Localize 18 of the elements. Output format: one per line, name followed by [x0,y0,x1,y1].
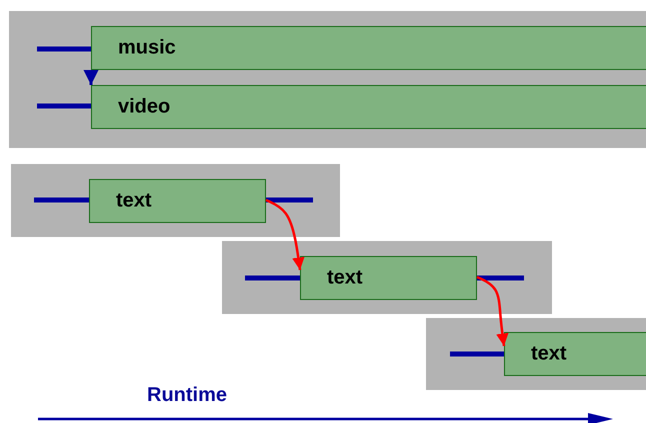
task-label: text [531,342,567,366]
task-bar [91,85,646,129]
task-bar [89,179,266,223]
panel-background [426,318,646,390]
task-bar [504,332,646,376]
task-bar [300,256,477,300]
axis-label: Runtime [147,384,227,407]
arrow [84,70,98,85]
task-label: text [116,190,152,212]
arrow [265,198,305,270]
task-label: text [327,266,363,290]
panel-background [9,11,646,148]
task-bar [91,26,646,70]
arrow [476,276,509,346]
task-label: video [118,96,170,118]
panel-background [11,164,340,237]
task-label: music [118,36,176,60]
panel-background [222,241,552,314]
